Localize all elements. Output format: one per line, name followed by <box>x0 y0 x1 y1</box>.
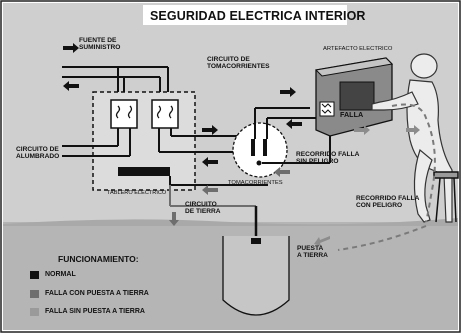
ground-bar <box>118 167 170 176</box>
ground-rod <box>169 185 290 316</box>
legend-item-normal: NORMAL <box>45 271 76 278</box>
label-tomacorrientes: TOMACORRIENTES <box>228 180 283 186</box>
label-falla: FALLA <box>340 110 364 119</box>
legend-swatch-no-ground <box>30 308 39 316</box>
breaker-right <box>151 99 179 129</box>
ground-surface <box>3 218 458 226</box>
label-artefacto: ARTEFACTO ELECTRICO <box>323 46 393 52</box>
outlet-pin-right <box>263 139 267 156</box>
label-tablero: TABLERO ELECTRICO <box>107 190 167 196</box>
stool <box>433 171 459 223</box>
legend-item-ground-fault: FALLA CON PUESTA A TIERRA <box>45 290 149 297</box>
outlet-pin-left <box>251 139 255 156</box>
lighting-wires <box>62 128 131 157</box>
legend-item-no-ground-fault: FALLA SIN PUESTA A TIERRA <box>45 308 145 315</box>
person-silhouette <box>371 53 453 223</box>
legend-heading: FUNCIONAMIENTO: <box>58 254 139 264</box>
arrows-ground-fault <box>169 167 290 226</box>
arrows-normal <box>63 43 302 167</box>
legend-swatch-ground <box>30 290 39 298</box>
arrows-no-ground-fault <box>314 125 420 246</box>
diagram-title: SEGURIDAD ELECTRICA INTERIOR <box>150 9 366 23</box>
appliance <box>314 57 394 137</box>
breaker-left <box>110 99 138 129</box>
danger-path <box>337 103 436 251</box>
supply-wires <box>62 66 169 100</box>
legend-swatch-normal <box>30 271 39 279</box>
outlet-ground-pin <box>256 160 262 166</box>
appliance-wires <box>254 107 331 164</box>
title-box <box>143 5 347 25</box>
